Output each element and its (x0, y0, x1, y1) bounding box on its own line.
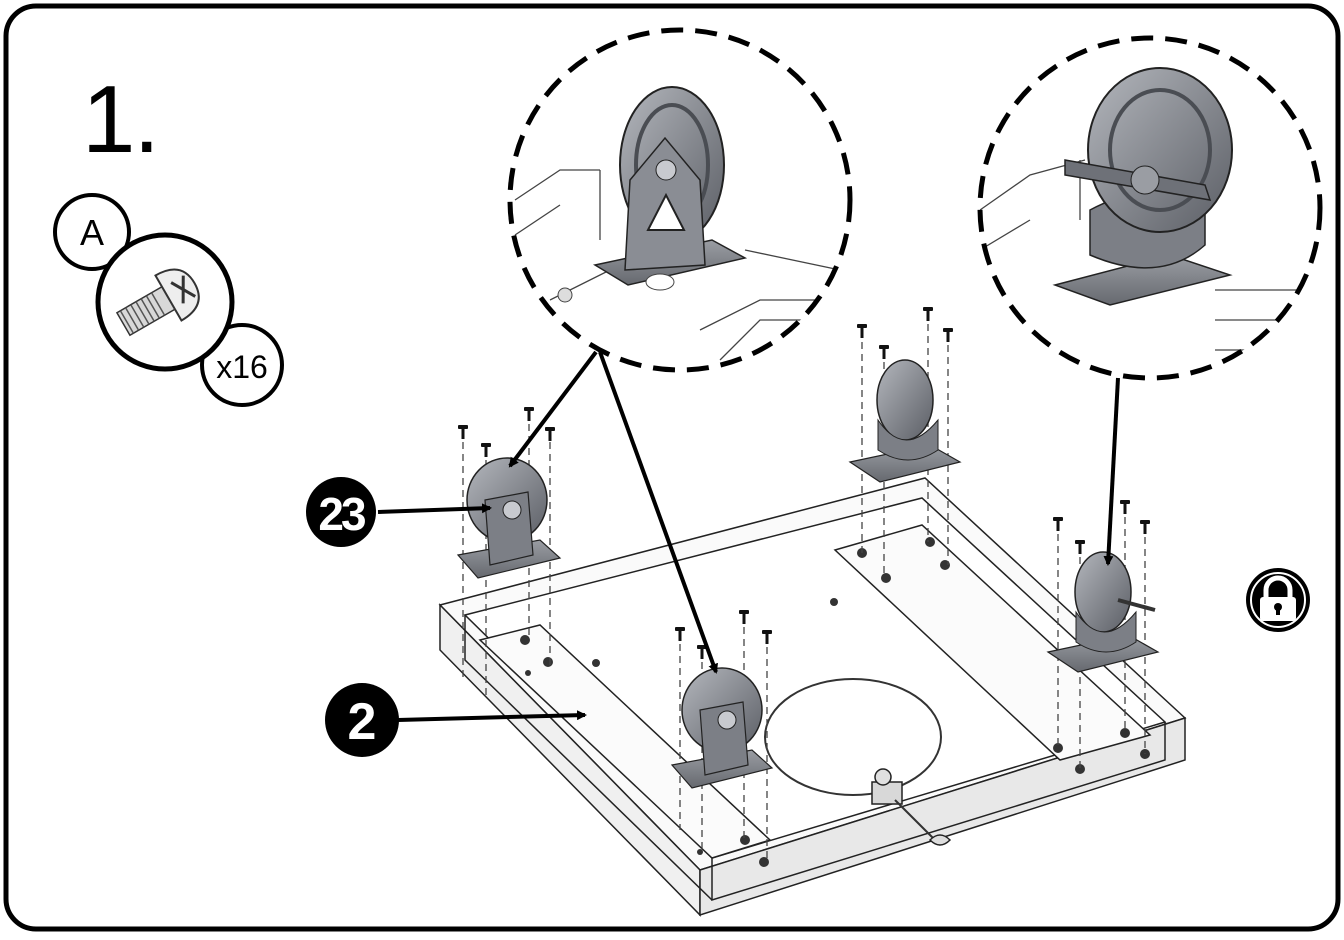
step-number: 1. (82, 66, 160, 173)
lock-icon (1246, 568, 1310, 632)
hardware-letter-circle (53, 193, 131, 271)
hardware-quantity: x16 (216, 349, 268, 385)
screws (458, 307, 1150, 659)
hardware-letter: A (80, 212, 104, 253)
fixed-caster-front (670, 667, 774, 789)
pointer-arrows (377, 350, 1120, 722)
callout-23: 23 (306, 477, 376, 547)
callout-23-label: 23 (318, 488, 365, 540)
swivel-caster-back (848, 359, 962, 483)
swivel-caster-brake (1046, 551, 1160, 673)
hardware-quantity-circle (200, 323, 284, 407)
callout-2: 2 (325, 683, 399, 757)
detail-zoom-brake-caster (977, 35, 1323, 381)
base-panel (438, 477, 1187, 917)
fixed-caster-left (456, 457, 562, 579)
screw-icon (115, 268, 200, 337)
callout-2-label: 2 (348, 693, 377, 751)
hardware-badge: A x16 (53, 193, 284, 407)
detail-zoom-fixed-caster (507, 27, 853, 373)
